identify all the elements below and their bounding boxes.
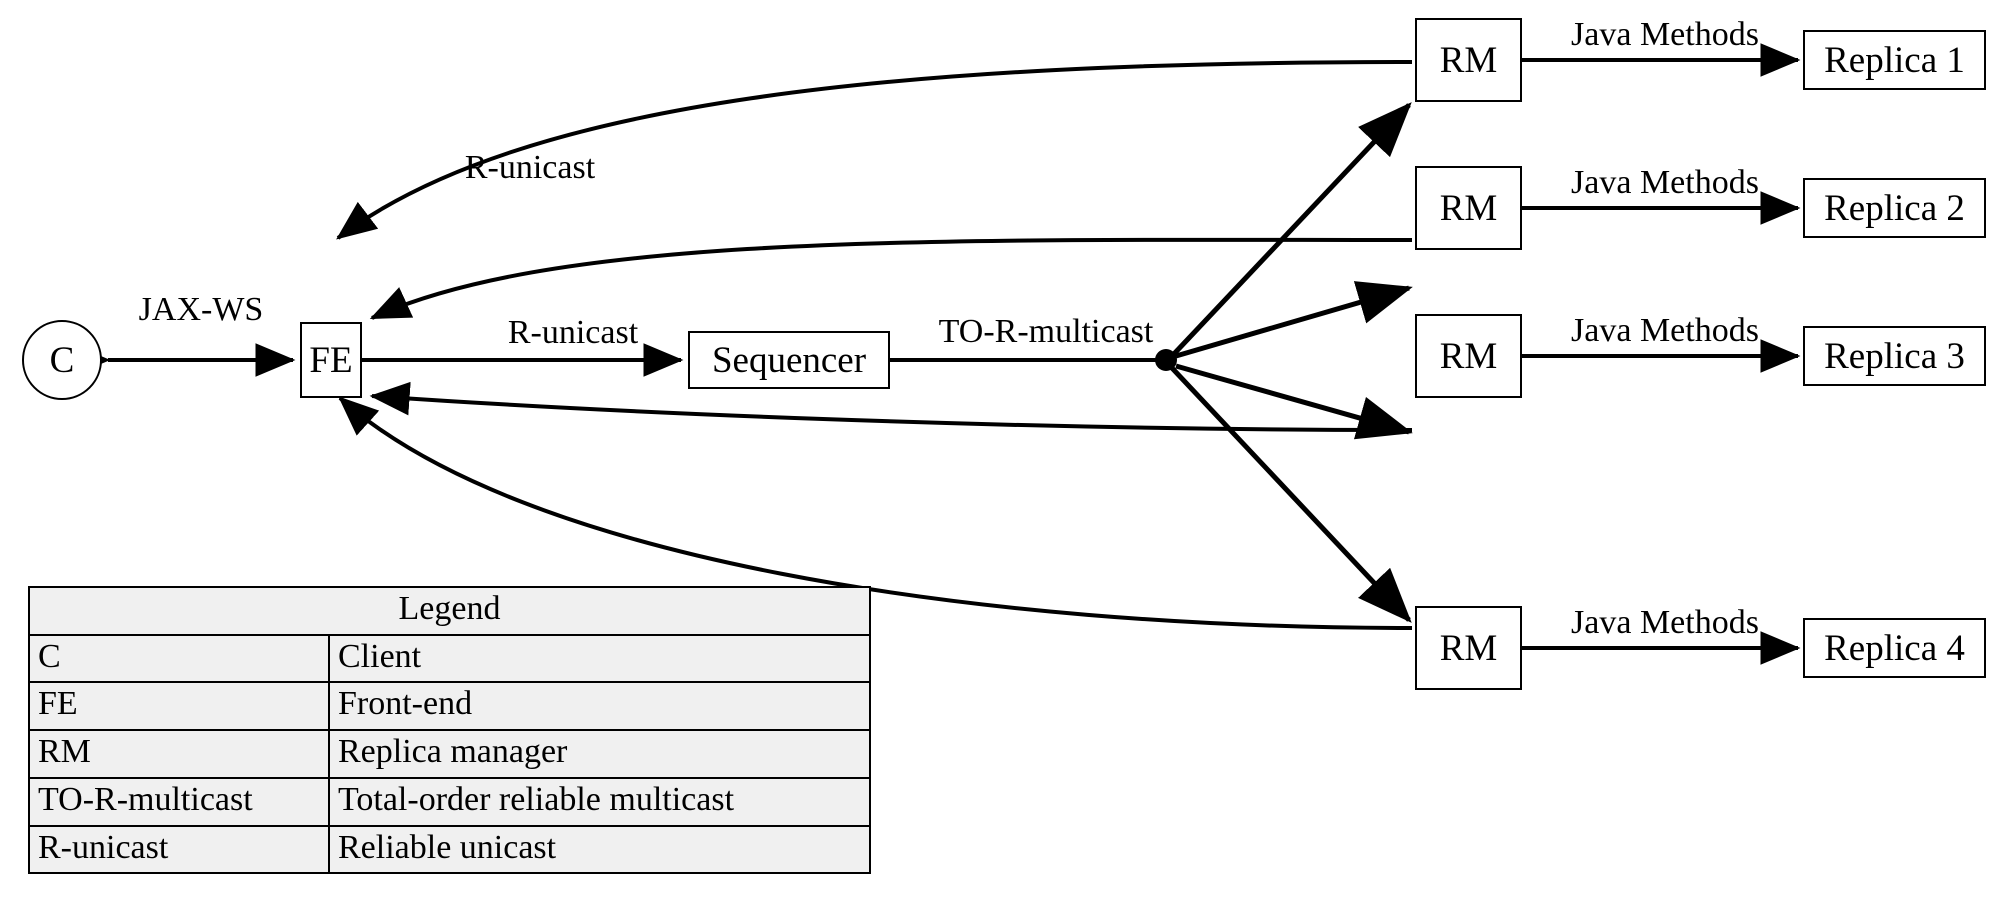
node-frontend-label: FE <box>309 339 353 381</box>
edge-multicast-rm4 <box>1170 366 1412 623</box>
edge-label-java-methods-2: Java Methods <box>1571 164 1759 201</box>
legend-value: Total-order reliable multicast <box>328 776 871 827</box>
legend-row: C Client <box>28 633 871 684</box>
edge-multicast-rm1 <box>1170 102 1412 358</box>
legend-key: C <box>28 633 330 684</box>
edge-multicast-rm2 <box>1175 281 1413 359</box>
edge-label-java-methods-3: Java Methods <box>1571 312 1759 349</box>
legend-key: R-unicast <box>28 824 330 875</box>
edge-multicast-rm3 <box>1175 363 1413 440</box>
node-replica-2-label: Replica 2 <box>1824 187 1965 229</box>
edge-rm3-frontend-return <box>369 381 1413 432</box>
edge-label-r-unicast-return: R-unicast <box>464 149 596 186</box>
legend-value: Replica manager <box>328 729 871 779</box>
legend-value: Front-end <box>328 681 871 732</box>
legend-header-row: Legend <box>28 586 871 636</box>
legend-row: R-unicast Reliable unicast <box>28 824 871 875</box>
node-rm-4[interactable]: RM <box>1415 606 1522 690</box>
edge-label-java-methods-4: Java Methods <box>1571 604 1759 641</box>
legend-row: TO-R-multicast Total-order reliable mult… <box>28 776 871 827</box>
node-replica-4-label: Replica 4 <box>1824 627 1965 669</box>
edge-label-to-r-multicast: TO-R-multicast <box>938 313 1154 350</box>
node-client-label: C <box>49 339 75 381</box>
legend-row: FE Front-end <box>28 681 871 732</box>
node-rm-4-label: RM <box>1439 627 1498 669</box>
node-frontend[interactable]: FE <box>300 322 362 398</box>
node-replica-2[interactable]: Replica 2 <box>1803 178 1986 238</box>
node-rm-3-label: RM <box>1439 335 1498 377</box>
node-replica-4[interactable]: Replica 4 <box>1803 618 1986 678</box>
edge-label-jaxws: JAX-WS <box>138 291 264 328</box>
edge-rm4-frontend-return <box>338 396 1413 630</box>
node-replica-1-label: Replica 1 <box>1824 39 1965 81</box>
edge-sequencer-junction <box>890 349 1177 371</box>
edge-label-r-unicast-fe-seq: R-unicast <box>507 314 639 351</box>
edge-rm2-frontend-return <box>369 237 1413 320</box>
node-sequencer-label: Sequencer <box>711 339 867 381</box>
edge-rm1-frontend-return <box>336 60 1413 240</box>
node-replica-3[interactable]: Replica 3 <box>1803 326 1986 386</box>
legend-row: RM Replica manager <box>28 729 871 779</box>
node-replica-1[interactable]: Replica 1 <box>1803 30 1986 90</box>
legend-value: Client <box>328 633 871 684</box>
node-replica-3-label: Replica 3 <box>1824 335 1965 377</box>
legend-body: C Client FE Front-end RM Replica manager… <box>28 633 871 875</box>
node-rm-3[interactable]: RM <box>1415 314 1522 398</box>
node-rm-1-label: RM <box>1439 39 1498 81</box>
node-rm-2[interactable]: RM <box>1415 166 1522 250</box>
legend-table: Legend C Client FE Front-end RM Replica … <box>28 586 871 875</box>
node-sequencer[interactable]: Sequencer <box>688 331 890 389</box>
legend-title: Legend <box>28 586 871 636</box>
node-rm-1[interactable]: RM <box>1415 18 1522 102</box>
legend-key: FE <box>28 681 330 732</box>
edge-label-java-methods-1: Java Methods <box>1571 16 1759 53</box>
legend-key: TO-R-multicast <box>28 776 330 827</box>
node-client[interactable]: C <box>22 320 102 400</box>
legend-key: RM <box>28 729 330 779</box>
legend-value: Reliable unicast <box>328 824 871 875</box>
node-rm-2-label: RM <box>1439 187 1498 229</box>
